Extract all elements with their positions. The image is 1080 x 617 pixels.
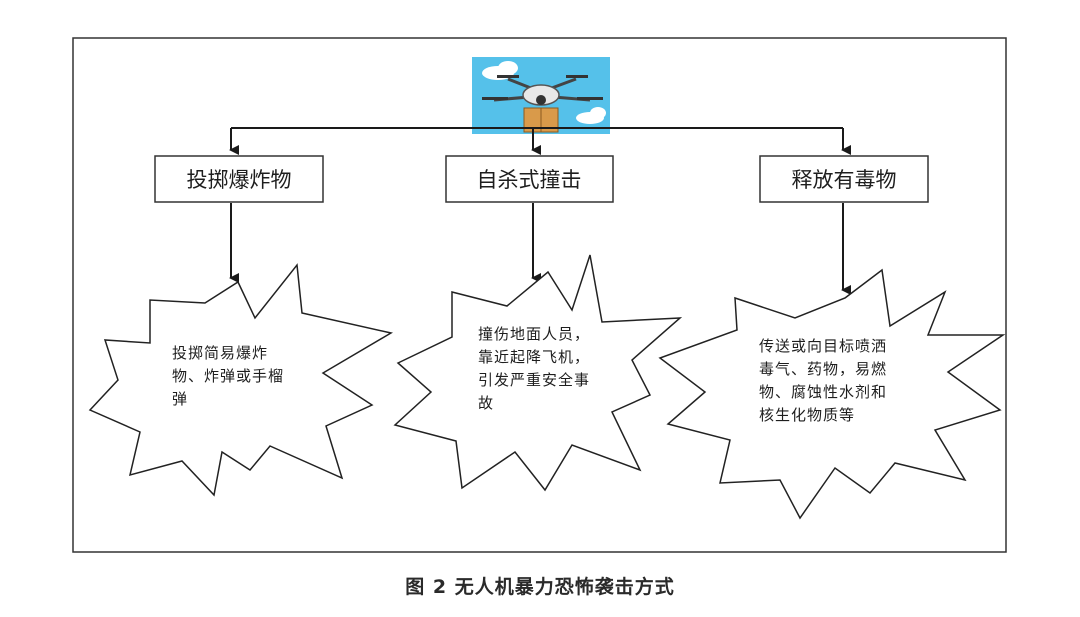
detail-text-suicide-crash: 撞伤地面人员，靠近起降飞机，引发严重安全事故: [478, 325, 591, 412]
detail-text-drop-explosives: 投掷简易爆炸物、炸弹或手榴弹: [172, 344, 285, 408]
diagram-frame: [72, 37, 1007, 553]
category-box-drop-explosives: 投掷爆炸物: [154, 155, 324, 203]
category-label: 释放有毒物: [792, 168, 897, 192]
explosion-burst-1: [88, 263, 394, 497]
category-label: 自杀式撞击: [477, 168, 582, 192]
connector-lines: [229, 127, 851, 295]
detail-text-release-toxins: 传送或向目标喷洒毒气、药物，易燃物、腐蚀性水剂和核生化物质等: [759, 337, 888, 424]
figure-caption: 图 2 无人机暴力恐怖袭击方式: [405, 576, 675, 598]
drone-icon: [472, 57, 610, 134]
category-label: 投掷爆炸物: [187, 168, 292, 192]
category-box-release-toxins: 释放有毒物: [759, 155, 929, 203]
explosion-burst-2: [393, 254, 683, 492]
explosion-burst-3: [658, 268, 1006, 520]
category-box-suicide-crash: 自杀式撞击: [445, 155, 614, 203]
